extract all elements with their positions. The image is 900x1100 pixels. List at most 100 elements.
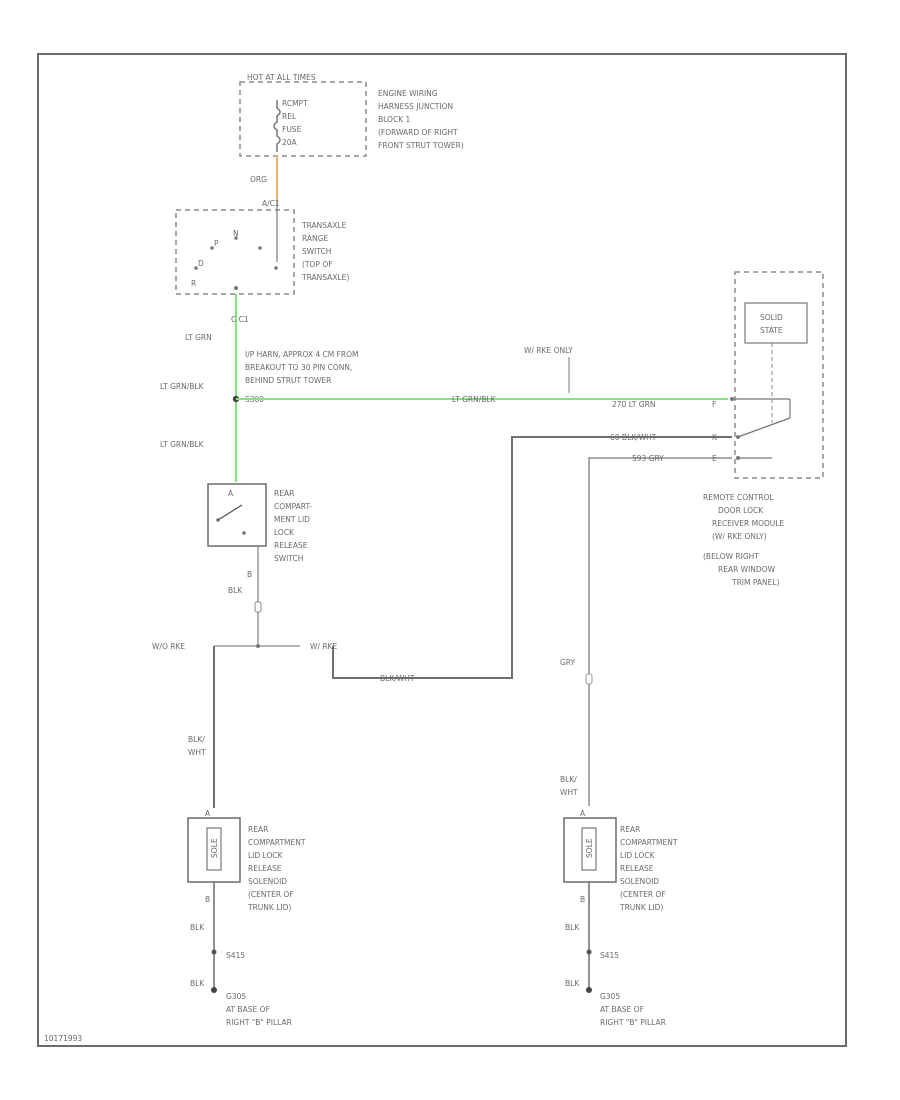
receiver-pin-k: K	[712, 433, 718, 442]
release-location-4: LOCK	[274, 528, 295, 537]
right-ground-location-2: RIGHT "B" PILLAR	[600, 1018, 666, 1027]
fuse-symbol	[273, 100, 281, 152]
release-location-3: MENT LID	[274, 515, 310, 524]
splice-wire-a: LT GRN	[185, 333, 212, 342]
right-location-3: LID LOCK	[620, 851, 656, 860]
left-pin-b: B	[205, 895, 210, 904]
switch-contact	[194, 266, 198, 270]
relay-arm	[737, 417, 791, 438]
switch-contact	[274, 266, 278, 270]
right-ground-id: G305	[600, 992, 620, 1001]
right-location-7: TRUNK LID)	[619, 903, 663, 912]
left-location-4: RELEASE	[248, 864, 282, 873]
switch-location-4: (TOP OF	[302, 260, 333, 269]
right-ground-wire: BLK	[565, 979, 580, 988]
fuse-location-1: ENGINE WIRING	[378, 89, 438, 98]
receiver-wire-mid-pin: 60 BLK/WHT	[610, 433, 657, 442]
left-coil-label: SOLE	[210, 838, 219, 858]
splice-wire-b: LT GRN/BLK	[160, 382, 205, 391]
left-location-5: SOLENOID	[248, 877, 287, 886]
right-inline-connector	[585, 673, 593, 685]
branch-node	[256, 644, 260, 648]
right-coil-label: SOLE	[585, 838, 594, 858]
receiver-location-5: (BELOW RIGHT	[703, 552, 759, 561]
release-switch-pin-a: A	[228, 489, 234, 498]
receiver-pin-e: E	[712, 454, 717, 463]
rke-only-label: W/ RKE ONLY	[524, 346, 573, 355]
fuse-line-4: 20A	[282, 138, 298, 147]
right-location-2: COMPARTMENT	[620, 838, 678, 847]
right-splice-dot	[586, 949, 592, 955]
switch-pos-p: P	[214, 239, 219, 248]
left-ground-location-1: AT BASE OF	[226, 1005, 270, 1014]
right-wire-top-2: WHT	[560, 788, 578, 797]
right-pin-b: B	[580, 895, 585, 904]
left-location-3: LID LOCK	[248, 851, 284, 860]
switch-contact	[210, 246, 214, 250]
right-location-5: SOLENOID	[620, 877, 659, 886]
release-switch-box	[207, 483, 267, 547]
switch-pos-n: N	[233, 229, 239, 238]
switch-contact	[234, 236, 238, 240]
branch-left-label: W/O RKE	[152, 642, 185, 651]
left-splice-dot	[211, 949, 217, 955]
right-location-4: RELEASE	[620, 864, 654, 873]
switch-pivot	[234, 286, 238, 290]
right-solenoid-coil	[581, 827, 597, 871]
release-switch-arm	[217, 504, 243, 521]
right-wire-in: GRY	[560, 658, 576, 667]
left-ground-location-2: RIGHT "B" PILLAR	[226, 1018, 292, 1027]
left-location-6: (CENTER OF	[248, 890, 294, 899]
right-ground-dot	[586, 987, 592, 993]
receiver-wire-top-pin: 270 LT GRN	[612, 400, 655, 409]
fuse-location-5: FRONT STRUT TOWER)	[378, 141, 464, 150]
release-location-2: COMPART-	[274, 502, 312, 511]
right-pin-a: A	[580, 809, 586, 818]
receiver-module-box	[734, 271, 824, 479]
receiver-location-7: TRIM PANEL)	[731, 578, 780, 587]
switch-location-2: RANGE	[302, 234, 328, 243]
switch-contact	[258, 246, 262, 250]
splice-note-1: I/P HARN, APPROX 4 CM FROM	[245, 350, 359, 359]
left-wire-top-2: WHT	[188, 748, 206, 757]
right-location-6: (CENTER OF	[620, 890, 666, 899]
left-pin-a: A	[205, 809, 211, 818]
right-wire-id: S415	[600, 951, 619, 960]
left-solenoid-coil	[206, 827, 222, 871]
release-switch-pin-b: B	[247, 570, 252, 579]
wire-org-terminal: A/C1	[262, 199, 280, 208]
left-location-7: TRUNK LID)	[247, 903, 291, 912]
fuse-location-4: (FORWARD OF RIGHT	[378, 128, 458, 137]
switch-pos-r: R	[191, 279, 196, 288]
receiver-wire-top: LT GRN/BLK	[452, 395, 497, 404]
switch-location-3: SWITCH	[302, 247, 331, 256]
receiver-location-2: DOOR LOCK	[718, 506, 764, 515]
release-location-1: REAR	[274, 489, 294, 498]
receiver-location-4: (W/ RKE ONLY)	[712, 532, 767, 541]
left-location-2: COMPARTMENT	[248, 838, 306, 847]
wire-blk-wht-receiver	[332, 436, 732, 679]
wire-org-label: ORG	[250, 175, 267, 184]
switch-location-1: TRANSAXLE	[301, 221, 347, 230]
solid-state-box	[744, 302, 808, 344]
left-ground-id: G305	[226, 992, 246, 1001]
fuse-line-3: FUSE	[282, 125, 302, 134]
fuse-location-2: HARNESS JUNCTION	[378, 102, 453, 111]
fuse-line-1: RCMPT	[282, 99, 308, 108]
receiver-location-1: REMOTE CONTROL	[703, 493, 774, 502]
right-wire-top-1: BLK/	[560, 775, 577, 784]
left-wire-top-1: BLK/	[188, 735, 205, 744]
release-wire-label: BLK	[228, 586, 243, 595]
footer-id: 10171993	[44, 1034, 82, 1043]
solid-state-line-1: SOLID	[760, 313, 783, 322]
receiver-location-3: RECEIVER MODULE	[712, 519, 784, 528]
branch-right-label: W/ RKE	[310, 642, 337, 651]
release-location-6: SWITCH	[274, 554, 303, 563]
inline-connector	[254, 601, 262, 613]
branch-bottom-wire: BLK/WHT	[380, 674, 415, 683]
wire-gry-receiver	[588, 457, 732, 806]
solid-state-line-2: STATE	[760, 326, 783, 335]
diagram-border	[37, 53, 847, 1047]
splice-note-3: BEHIND STRUT TOWER	[245, 376, 331, 385]
